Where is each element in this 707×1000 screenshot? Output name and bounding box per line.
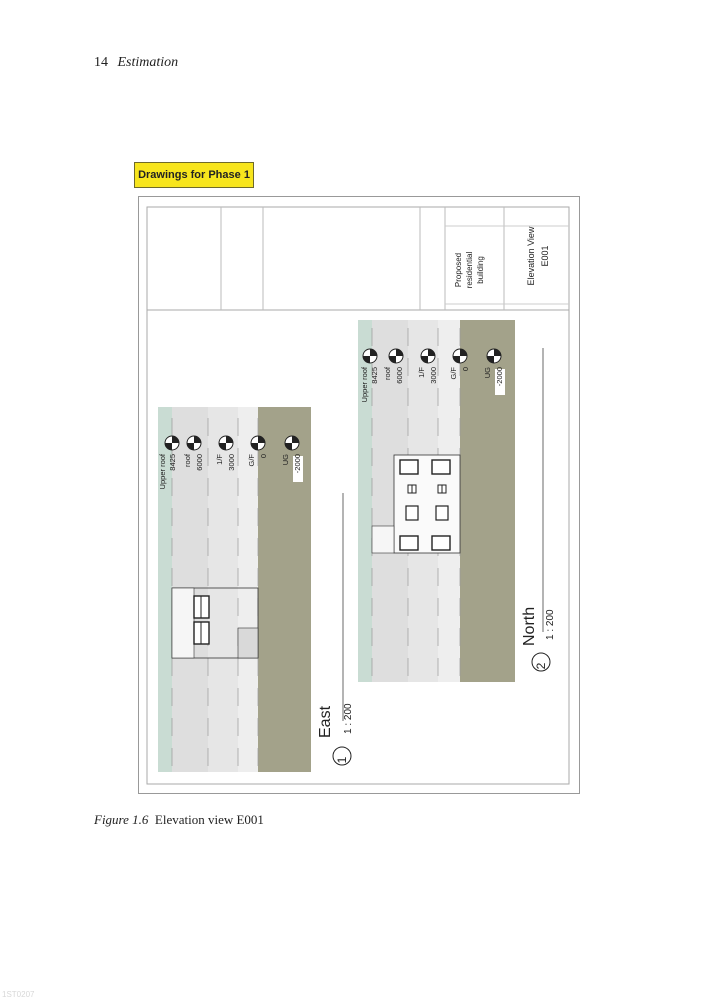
level-name: roof xyxy=(383,366,392,380)
level-value: 6000 xyxy=(395,367,404,384)
band-underground xyxy=(460,320,515,682)
elevation-drawing-sheet: Proposed residential building Elevation … xyxy=(138,196,580,794)
north-building-outline xyxy=(371,454,461,554)
sheet-number: E001 xyxy=(540,245,550,266)
level-marker-first-floor xyxy=(218,435,234,451)
figure-caption: Figure 1.6 Elevation view E001 xyxy=(94,812,264,828)
level-name: G/F xyxy=(449,367,458,380)
band-first-floor xyxy=(208,407,238,772)
level-marker-underground xyxy=(486,348,502,364)
level-value: 0 xyxy=(461,367,470,371)
level-name: Upper roof xyxy=(360,366,369,402)
level-marker-upper-roof xyxy=(362,348,378,364)
east-elevation: Upper roof 8425 roof 6000 1/F 3000 G/F 0… xyxy=(158,407,354,772)
sheet-name: Elevation View xyxy=(526,226,536,285)
level-value: 0 xyxy=(259,454,268,458)
level-name: UG xyxy=(281,454,290,465)
band-upper-roof xyxy=(158,407,172,772)
running-header: 14 Estimation xyxy=(94,55,178,71)
level-name: 1/F xyxy=(417,367,426,378)
level-marker-roof xyxy=(388,348,404,364)
level-name: UG xyxy=(483,367,492,378)
level-value: 8425 xyxy=(370,367,379,384)
level-value: -2000 xyxy=(293,454,302,473)
level-value: 8425 xyxy=(168,454,177,471)
level-marker-roof xyxy=(186,435,202,451)
level-name: G/F xyxy=(247,454,256,467)
running-title: Estimation xyxy=(117,55,179,70)
level-name: 1/F xyxy=(215,454,224,465)
figure-label: Figure 1.6 xyxy=(94,812,149,827)
view-number: 2 xyxy=(534,662,548,669)
level-value: 6000 xyxy=(195,454,204,471)
band-upper-roof xyxy=(358,320,372,682)
view-name: North xyxy=(521,607,538,646)
level-marker-underground xyxy=(284,435,300,451)
level-marker-ground-floor xyxy=(452,348,468,364)
level-name: roof xyxy=(183,453,192,467)
level-name: Upper roof xyxy=(158,453,167,489)
level-value: -2000 xyxy=(495,367,504,386)
phase-label: Drawings for Phase 1 xyxy=(134,162,254,188)
view-number: 1 xyxy=(335,756,349,763)
level-marker-first-floor xyxy=(420,348,436,364)
north-elevation: Upper roof 8425 roof 6000 1/F 3000 G/F 0… xyxy=(358,320,556,682)
watermark: 1ST0207 xyxy=(2,990,35,999)
page-number: 14 xyxy=(94,55,108,70)
project-name-line1: Proposed xyxy=(454,253,463,287)
level-marker-ground-floor xyxy=(250,435,266,451)
view-scale: 1 : 200 xyxy=(545,609,556,640)
title-block: Proposed residential building Elevation … xyxy=(220,207,569,310)
project-name-line3: building xyxy=(476,256,485,284)
view-name: East xyxy=(317,705,334,738)
figure-caption-text: Elevation view E001 xyxy=(154,812,264,827)
view-scale: 1 : 200 xyxy=(343,703,354,734)
level-value: 3000 xyxy=(227,454,236,471)
level-marker-upper-roof xyxy=(164,435,180,451)
level-value: 3000 xyxy=(429,367,438,384)
project-name-line2: residential xyxy=(465,252,474,289)
sheet-inner-border xyxy=(146,206,570,785)
band-ground-floor xyxy=(238,407,258,772)
east-building-outline xyxy=(171,587,259,659)
